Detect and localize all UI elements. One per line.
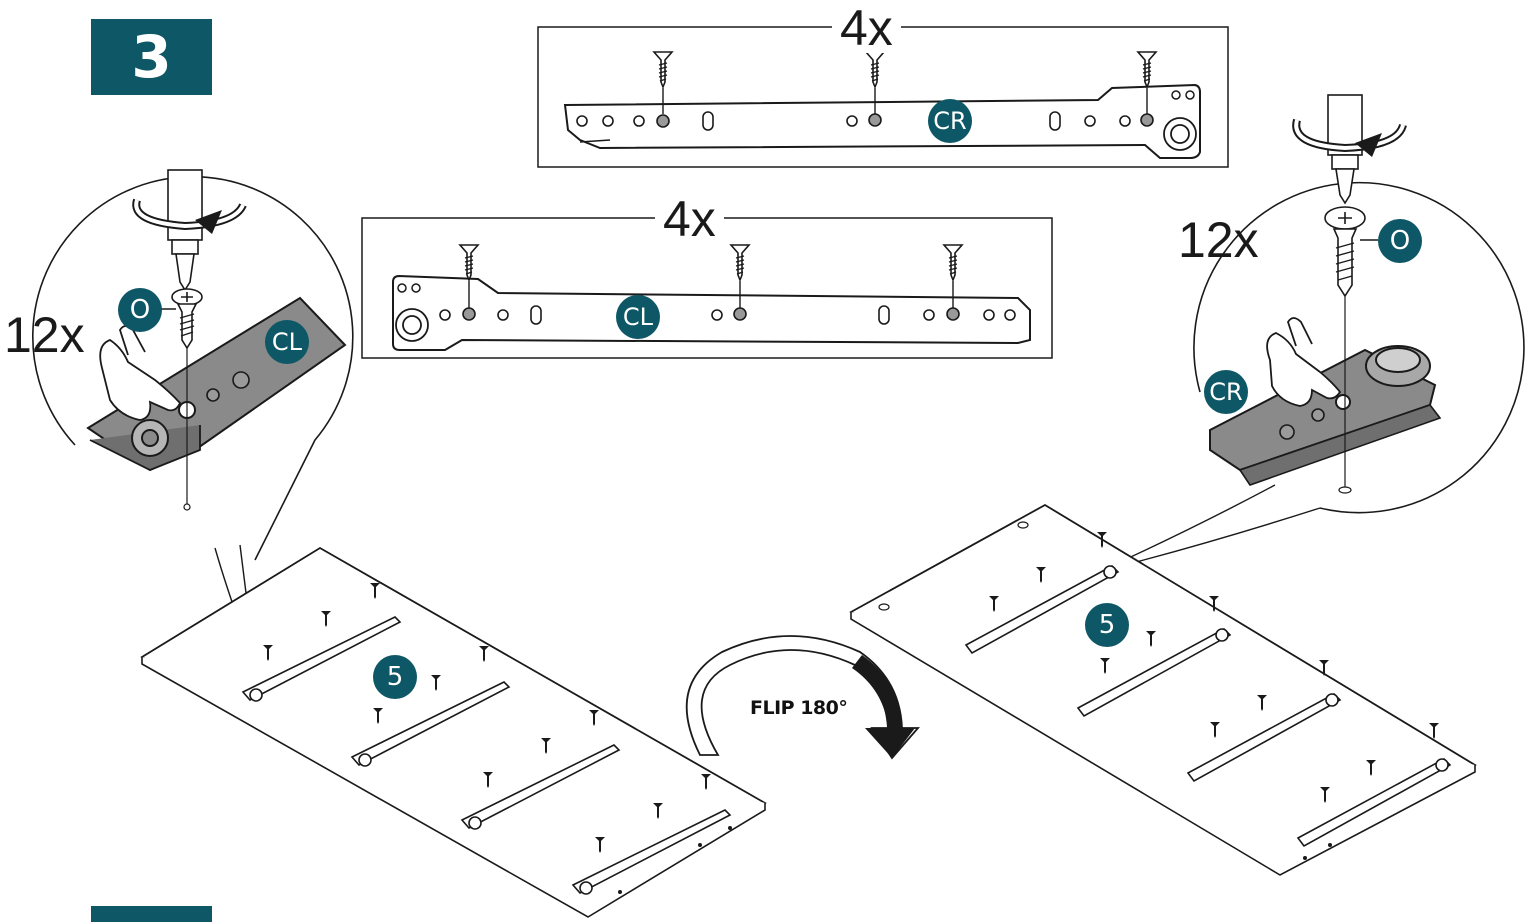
panel-left-rail-count: 5 (373, 655, 417, 699)
rail-cr-quantity: 4x (832, 3, 901, 53)
right-panel-rail-4 (1296, 723, 1452, 848)
detail-left-screw-label: O (118, 288, 162, 332)
step-number-badge: 3 (91, 19, 212, 95)
left-panel-rail-2 (350, 646, 511, 767)
rail-cr-label: CR (928, 99, 972, 143)
panel-left (140, 546, 767, 918)
detail-right-quantity: 12x (1178, 212, 1259, 268)
left-panel-rail-1 (241, 583, 402, 702)
detail-right-screw-label: O (1378, 219, 1422, 263)
flip-arrow-icon (685, 635, 920, 760)
next-step-badge-edge (91, 906, 212, 922)
right-panel-rail-2 (1076, 596, 1232, 718)
left-panel-rail-3 (460, 710, 621, 830)
detail-right-zoom (1119, 94, 1525, 566)
rail-cl-label: CL (616, 295, 660, 339)
flip-label: FLIP 180° (750, 697, 848, 719)
detail-left-rail-label: CL (265, 320, 309, 364)
panel-right-rail-count: 5 (1085, 603, 1129, 647)
right-panel-rail-1 (964, 532, 1120, 655)
rail-cl-quantity: 4x (655, 194, 724, 244)
left-panel-rail-4 (571, 774, 732, 895)
panel-right (849, 503, 1477, 876)
detail-right-rail-label: CR (1204, 370, 1248, 414)
right-panel-rail-3 (1186, 660, 1342, 783)
detail-left-quantity: 12x (4, 307, 85, 363)
